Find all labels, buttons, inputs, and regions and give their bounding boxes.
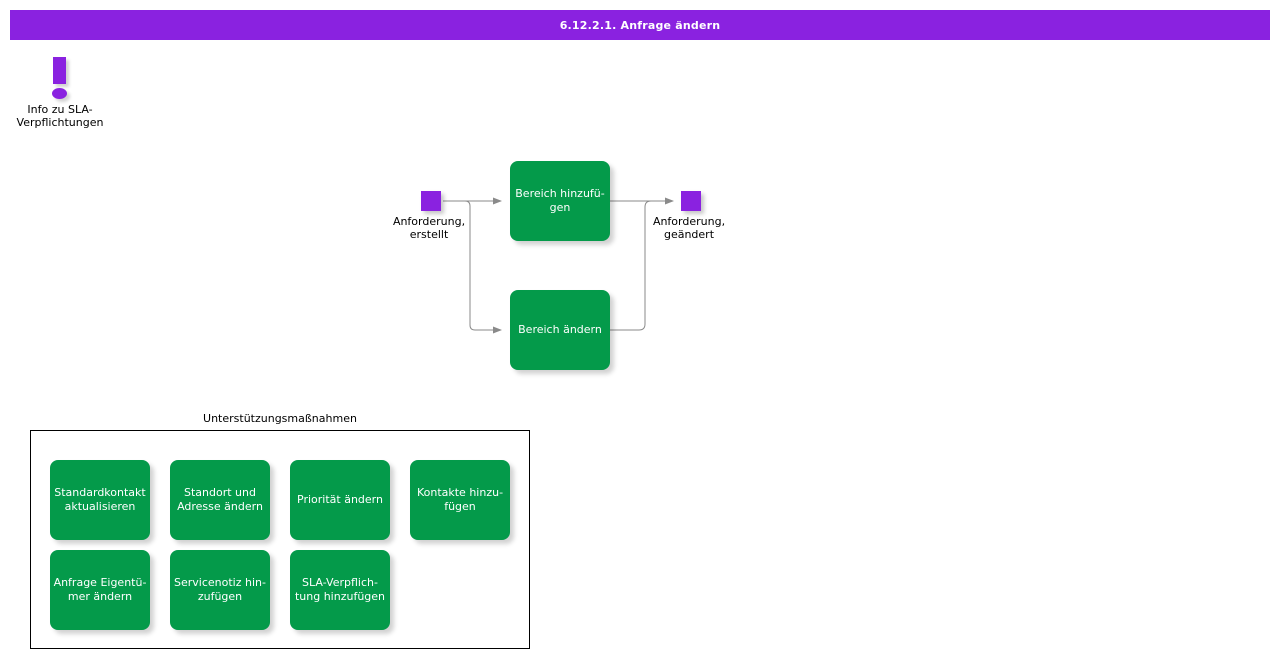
support-panel-title: Unterstützungsmaßnahmen bbox=[203, 412, 357, 425]
page-title-bar: 6.12.2.1. Anfrage ändern bbox=[10, 10, 1270, 40]
support-item-standort-und-adresse-aendern[interactable]: Standort und Adresse ändern bbox=[170, 460, 270, 540]
page-title: 6.12.2.1. Anfrage ändern bbox=[559, 18, 721, 32]
end-event-label: Anforderung, geändert bbox=[652, 215, 726, 241]
exclamation-icon bbox=[45, 55, 75, 100]
support-item-prioritaet-aendern[interactable]: Priorität ändern bbox=[290, 460, 390, 540]
support-item-kontakte-hinzufuegen[interactable]: Kontakte hinzu- fügen bbox=[410, 460, 510, 540]
support-item-servicenotiz-hinzufuegen[interactable]: Servicenotiz hin- zufügen bbox=[170, 550, 270, 630]
support-item-anfrage-eigentuemer-aendern[interactable]: Anfrage Eigentü- mer ändern bbox=[50, 550, 150, 630]
support-item-standardkontakt-aktualisieren[interactable]: Standardkontakt aktualisieren bbox=[50, 460, 150, 540]
task-bereich-aendern[interactable]: Bereich ändern bbox=[510, 290, 610, 370]
exclamation-bar bbox=[53, 57, 66, 84]
task-bereich-hinzufuegen[interactable]: Bereich hinzufü- gen bbox=[510, 161, 610, 241]
sla-info-note-label: Info zu SLA- Verpflichtungen bbox=[16, 103, 104, 129]
start-event-marker[interactable] bbox=[421, 191, 441, 211]
start-event-label: Anforderung, erstellt bbox=[392, 215, 466, 241]
end-event-marker[interactable] bbox=[681, 191, 701, 211]
exclamation-dot bbox=[52, 88, 67, 99]
sla-info-note: Info zu SLA- Verpflichtungen bbox=[10, 55, 110, 129]
support-item-sla-verpflichtung-hinzufuegen[interactable]: SLA-Verpflich- tung hinzufügen bbox=[290, 550, 390, 630]
